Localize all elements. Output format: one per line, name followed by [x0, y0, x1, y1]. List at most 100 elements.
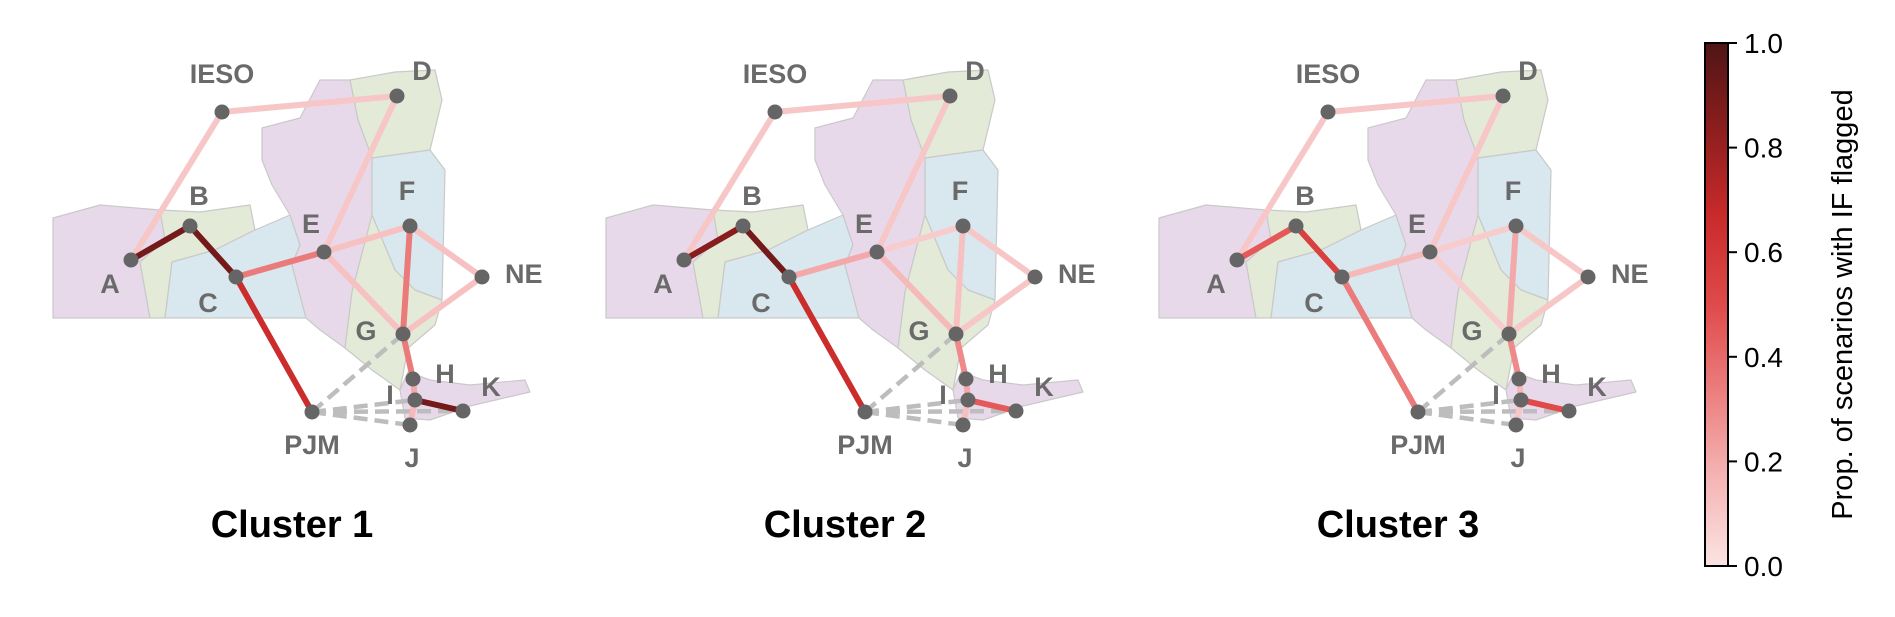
dashed-edge-pjm-k: [864, 408, 1017, 415]
zone-g-region: [344, 214, 443, 391]
edge-ieso-a: [1234, 109, 1331, 263]
edge-g-h: [953, 331, 969, 382]
node-e: [316, 244, 332, 260]
node-label-h: H: [1541, 359, 1561, 389]
node-ne: [1580, 269, 1596, 285]
node-c: [1334, 269, 1350, 285]
node-f: [1508, 218, 1524, 234]
node-label-g: G: [908, 316, 929, 346]
node-d: [942, 88, 958, 104]
node-label-i: I: [1492, 380, 1500, 410]
zone-g-region: [1450, 214, 1549, 391]
node-h: [405, 371, 421, 387]
edge-c-e: [786, 249, 880, 280]
colorbar-tick-label: 0.6: [1744, 237, 1783, 268]
node-label-i: I: [939, 380, 947, 410]
node-label-d: D: [965, 56, 985, 86]
edge-e-g: [321, 249, 406, 337]
node-h: [1511, 371, 1527, 387]
node-label-h: H: [435, 359, 455, 389]
edge-f-g: [1506, 223, 1519, 337]
edge-f-g: [400, 223, 413, 337]
node-label-j: J: [957, 443, 972, 473]
node-label-f: F: [399, 176, 416, 206]
node-k: [1008, 403, 1024, 419]
edge-a-b: [681, 223, 746, 263]
node-label-h: H: [988, 359, 1008, 389]
node-label-f: F: [952, 176, 969, 206]
panel-title: Cluster 1: [211, 504, 374, 546]
node-label-a: A: [653, 269, 673, 299]
edge-g-h: [400, 331, 416, 382]
dashed-edge-pjm-i: [1417, 397, 1522, 415]
edge-g-ne: [400, 274, 485, 337]
edge-f-g: [953, 223, 966, 337]
node-label-ne: NE: [505, 259, 543, 289]
edge-f-ne: [1513, 223, 1591, 280]
edge-i-k: [1518, 397, 1572, 414]
node-label-ieso: IESO: [1296, 59, 1361, 89]
colorbar-tick-label: 0.0: [1744, 551, 1783, 582]
edge-d-e: [1427, 93, 1506, 255]
edge-d-e: [874, 93, 953, 255]
edge-e-g: [874, 249, 959, 337]
edge-d-e: [321, 93, 400, 255]
node-label-ne: NE: [1611, 259, 1649, 289]
node-a: [1229, 252, 1245, 268]
node-k: [455, 403, 471, 419]
node-i: [1513, 392, 1529, 408]
node-label-b: B: [1295, 181, 1315, 211]
node-label-j: J: [1510, 443, 1525, 473]
edge-c-pjm: [1339, 274, 1421, 415]
node-label-b: B: [189, 181, 209, 211]
node-label-a: A: [100, 269, 120, 299]
node-i: [960, 392, 976, 408]
edge-i-k: [412, 397, 466, 414]
colorbar-tick-label: 0.2: [1744, 446, 1783, 477]
node-ieso: [1320, 104, 1336, 120]
node-g: [1501, 326, 1517, 342]
node-label-j: J: [404, 443, 419, 473]
panel-title: Cluster 2: [764, 504, 927, 546]
node-label-f: F: [1505, 176, 1522, 206]
node-pjm: [304, 404, 320, 420]
edge-b-c: [187, 223, 239, 280]
node-g: [395, 326, 411, 342]
node-label-c: C: [751, 288, 771, 318]
dashed-edge-pjm-j: [864, 409, 964, 428]
dashed-edge-pjm-i: [864, 397, 969, 415]
node-label-ne: NE: [1058, 259, 1096, 289]
edge-c-e: [1339, 249, 1433, 280]
node-label-c: C: [1304, 288, 1324, 318]
node-d: [389, 88, 405, 104]
node-f: [402, 218, 418, 234]
node-e: [1422, 244, 1438, 260]
node-ne: [474, 269, 490, 285]
node-c: [781, 269, 797, 285]
node-d: [1495, 88, 1511, 104]
node-a: [676, 252, 692, 268]
node-ieso: [767, 104, 783, 120]
node-label-d: D: [412, 56, 432, 86]
edge-b-c: [1293, 223, 1345, 280]
state-map: [605, 69, 1084, 421]
node-label-k: K: [1034, 372, 1054, 402]
node-pjm: [1410, 404, 1426, 420]
edge-c-pjm: [786, 274, 868, 415]
edge-f-ne: [407, 223, 485, 280]
node-label-i: I: [386, 380, 394, 410]
dashed-edge-pjm-k: [311, 408, 464, 415]
node-b: [735, 218, 751, 234]
edge-ieso-d: [1325, 93, 1506, 115]
node-k: [1561, 403, 1577, 419]
node-j: [955, 417, 971, 433]
node-j: [1508, 417, 1524, 433]
node-c: [228, 269, 244, 285]
node-label-g: G: [355, 316, 376, 346]
node-a: [123, 252, 139, 268]
dashed-edge-pjm-j: [311, 409, 411, 428]
